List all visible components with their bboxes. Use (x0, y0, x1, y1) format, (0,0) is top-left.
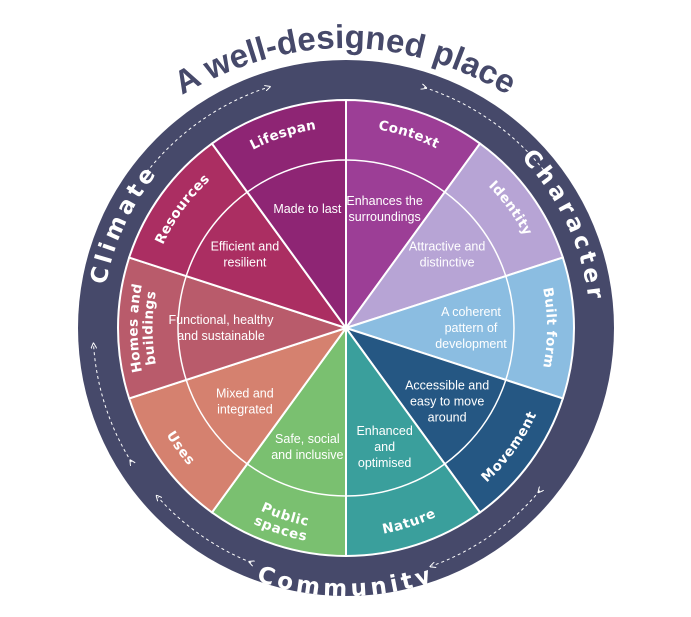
inner-divider-ring (177, 159, 515, 497)
segment-homes-and-buildings-name-line-2: buildings (140, 289, 159, 366)
ring-arrow-2 (424, 87, 545, 172)
ring-arrows (94, 87, 546, 565)
ring-arrow-4 (158, 497, 251, 562)
ring-arrow-3 (433, 491, 540, 566)
ring-arrow-5 (94, 346, 132, 462)
segment-built-form (342, 256, 575, 400)
ring-arrow-1 (147, 87, 268, 172)
segment-lifespan-description: Made to last (273, 202, 342, 216)
segment-built-form-name: Built form (539, 286, 559, 369)
